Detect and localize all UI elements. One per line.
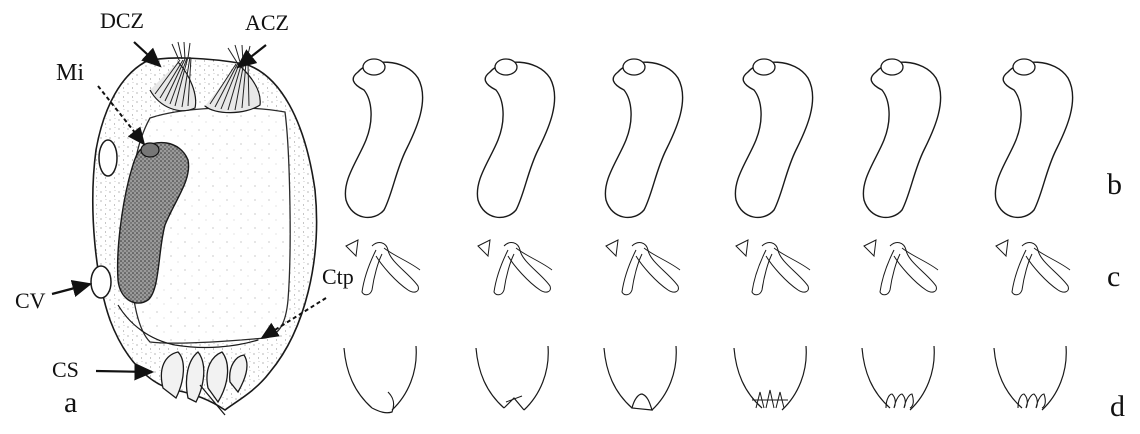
macronucleus-outline	[345, 59, 422, 217]
macronucleus-outline	[735, 59, 812, 217]
contractile-vacuole-upper	[99, 140, 117, 176]
label-dcz: DCZ	[100, 10, 144, 32]
caudal-end-outline	[734, 346, 806, 410]
cytopharynx-outline	[864, 240, 938, 295]
panel-label-b: b	[1107, 170, 1122, 200]
cytopharynx-outline	[606, 240, 680, 295]
micronucleus-outline	[753, 59, 775, 75]
macronucleus-outline	[605, 59, 682, 217]
macronucleus-outline	[863, 59, 940, 217]
panel-label-c: c	[1107, 262, 1120, 292]
label-cs: CS	[52, 359, 79, 381]
micronucleus-outline	[881, 59, 903, 75]
cytopharynx-outline	[996, 240, 1070, 295]
panel-label-a: a	[64, 388, 77, 418]
micronucleus-outline	[363, 59, 385, 75]
panel-label-d: d	[1110, 392, 1125, 422]
micronucleus	[141, 143, 159, 157]
label-acz: ACZ	[245, 12, 289, 34]
caudal-end-outline	[476, 346, 548, 410]
cv-arrow	[52, 284, 90, 294]
label-ctp: Ctp	[322, 266, 354, 288]
micronucleus-outline	[623, 59, 645, 75]
row-c-cytopharynx-outlines	[346, 240, 1070, 295]
cs-arrow	[96, 371, 152, 372]
macronucleus-outline	[477, 59, 554, 217]
macronucleus-outline	[995, 59, 1072, 217]
label-cv: CV	[15, 290, 46, 312]
cytopharynx-outline	[736, 240, 810, 295]
row-d-caudal-ends	[344, 346, 1066, 413]
cytopharynx-outline	[346, 240, 420, 295]
micronucleus-outline	[1013, 59, 1035, 75]
label-mi: Mi	[56, 61, 84, 85]
contractile-vacuole-lower	[91, 266, 111, 298]
row-b-macronuclei	[345, 59, 1072, 217]
panel-a-cell-drawing	[91, 42, 317, 415]
caudal-end-outline	[994, 346, 1066, 410]
caudal-end-outline	[862, 346, 934, 410]
caudal-end-outline	[344, 346, 416, 413]
caudal-end-outline	[604, 346, 676, 410]
micronucleus-outline	[495, 59, 517, 75]
cytopharynx-outline	[478, 240, 552, 295]
